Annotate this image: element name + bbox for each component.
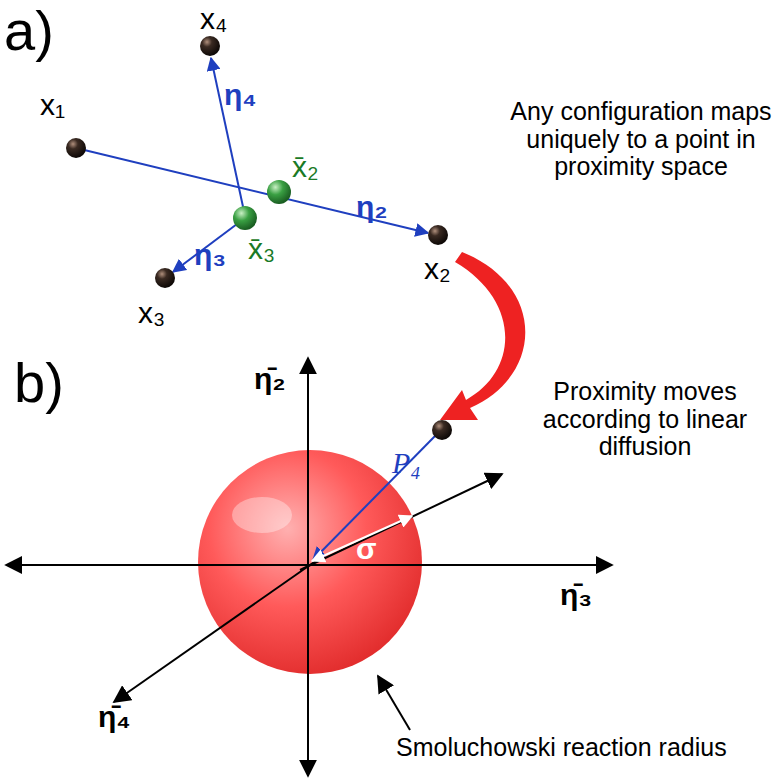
axis-label: η̄₃ — [560, 578, 592, 611]
annotation: Proximity moves according to linear diff… — [520, 378, 770, 461]
panel-letter: a) — [4, 0, 54, 62]
annotation: Any configuration maps uniquely to a poi… — [510, 98, 772, 181]
axis-label: η̄₄ — [98, 700, 131, 733]
proximity-point — [432, 420, 452, 440]
vector-label: η₃ — [194, 238, 226, 271]
centre-of-mass — [267, 180, 291, 204]
particle-label: x₄ — [200, 2, 227, 35]
particle — [428, 225, 448, 245]
particle-label: x₁ — [40, 88, 65, 121]
mapping-arrow — [440, 252, 525, 420]
panel-letter: b) — [14, 352, 64, 414]
vector-label: P₄ — [392, 446, 421, 479]
centre-of-mass — [233, 206, 257, 230]
centre-label: x̄₃ — [248, 232, 275, 265]
radius-label: σ — [356, 532, 377, 565]
axes — [6, 358, 612, 776]
leader-line — [378, 676, 410, 730]
annotation: Smoluchowski reaction radius — [396, 734, 727, 762]
particle — [200, 36, 220, 56]
particle-label: x₃ — [138, 296, 165, 329]
particle — [66, 138, 86, 158]
sphere-highlight — [232, 497, 292, 533]
centre-label: x̄₂ — [292, 150, 319, 183]
eta-vectors — [76, 58, 428, 272]
particle-label: x₂ — [424, 252, 451, 285]
vector-label: η₂ — [356, 190, 388, 223]
vector-label: η₄ — [224, 78, 257, 111]
particle — [155, 268, 175, 288]
axis-label: η̄₂ — [254, 362, 286, 395]
